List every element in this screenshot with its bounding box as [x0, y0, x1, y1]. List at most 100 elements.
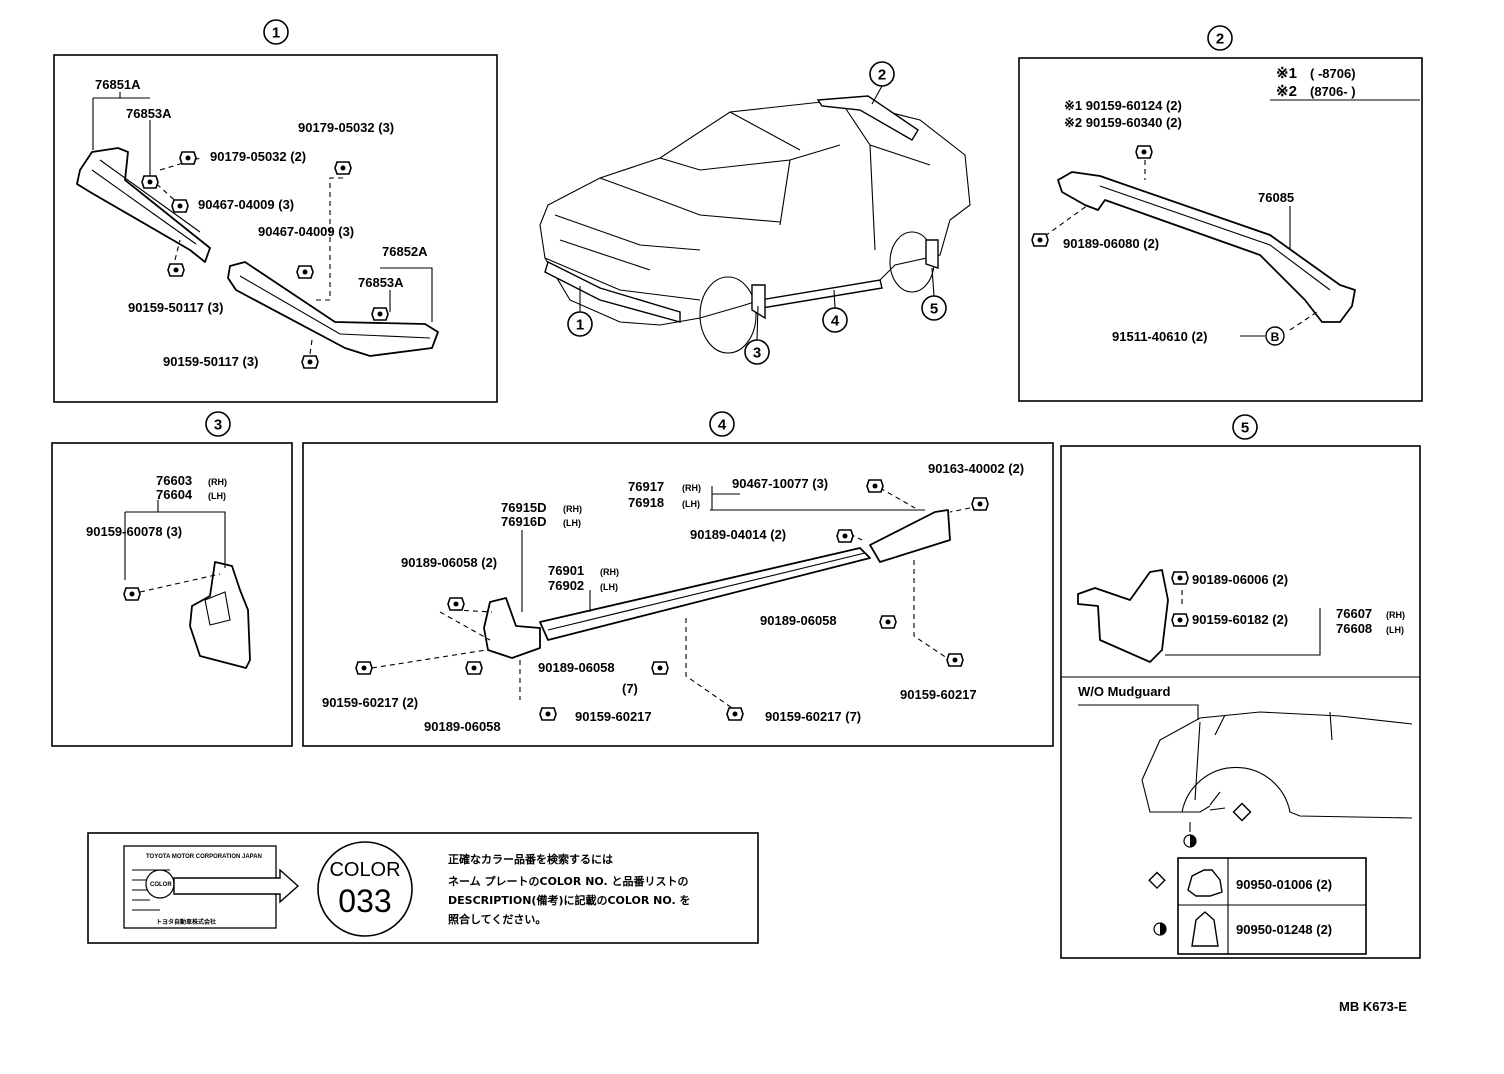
clip-icon-90189-06058-a — [447, 597, 465, 611]
bolt-icon-90159-60124 — [1135, 145, 1153, 159]
car-callout-3-text: 3 — [753, 345, 761, 362]
clip-icon-90467 — [171, 199, 189, 213]
callout-leader-2 — [871, 85, 883, 105]
car-callout-2-text: 2 — [878, 67, 886, 84]
label-76608: 76608 — [1336, 621, 1372, 636]
label-76085: 76085 — [1258, 190, 1294, 205]
bolt-icon-90159-60078 — [123, 587, 141, 601]
label-76917-side: (RH) — [682, 483, 701, 493]
label-76901-side: (RH) — [600, 567, 619, 577]
section-1-callout — [263, 19, 289, 45]
bolt-icon-90159-60182 — [1171, 613, 1189, 627]
section-5-frame — [1060, 445, 1421, 959]
label-76603-side: (RH) — [208, 477, 227, 487]
clip-icon-90467-10077 — [866, 479, 884, 493]
section-2-number: 2 — [1216, 31, 1224, 48]
label-90189-06058-c: 90189-06058 — [538, 660, 615, 675]
label-76853A-top: 76853A — [126, 106, 172, 121]
clip-icon-90179-b — [334, 161, 352, 175]
side-skirt-front-extension — [483, 597, 541, 659]
section-1: 1 76851A 76853A 90179-05032 (2) 90179-05… — [53, 19, 498, 403]
leader-90179-2 — [159, 157, 201, 171]
label-90189-06058-b: 90189-06058 — [760, 613, 837, 628]
label-76918-side: (LH) — [682, 499, 700, 509]
callout-leader-5 — [931, 267, 935, 297]
car-callout-5 — [921, 295, 947, 321]
label-90189-06006: 90189-06006 (2) — [1192, 572, 1288, 587]
label-90159-50117-b: 90159-50117 (3) — [163, 354, 258, 369]
leader-90189-06080 — [1044, 204, 1089, 237]
clip-icon-90950-01248 — [1191, 911, 1219, 947]
car-rear-spoiler — [816, 95, 919, 141]
car-front-wheel — [699, 276, 757, 354]
section-2-callout — [1207, 25, 1233, 51]
mudguard-rear-part — [1077, 569, 1169, 663]
leader-91511 — [1289, 309, 1321, 331]
color-note-line-3: DESCRIPTION(備考)に記載のCOLOR NO. を — [448, 893, 691, 907]
label-90159-60340: ※2 90159-60340 (2) — [1064, 115, 1182, 130]
nut-icon-76853A — [141, 175, 159, 189]
label-76607: 76607 — [1336, 606, 1372, 621]
label-90467-04009-top: 90467-04009 (3) — [198, 197, 294, 212]
leader-90179-3 — [312, 177, 343, 301]
color-note-line-4: 照合してください。 — [448, 912, 546, 926]
color-plate-frame — [87, 832, 759, 944]
car-callout-5-text: 5 — [930, 301, 938, 318]
marker-B-text: B — [1271, 330, 1280, 344]
front-spoiler-center-detail — [239, 275, 431, 339]
car-front-mudguard — [751, 284, 766, 320]
rear-spoiler-detail — [1099, 185, 1331, 291]
section-3-callout — [205, 411, 231, 437]
leader-90159-b — [309, 339, 313, 355]
clip-icon-90189-06006 — [1171, 571, 1189, 585]
color-code-circle — [317, 841, 413, 937]
wo-mudguard-leader — [1078, 704, 1199, 720]
color-plate-box: TOYOTA MOTOR CORPORATION JAPAN COLOR トヨタ… — [87, 832, 759, 944]
side-skirt-rear-extension — [869, 509, 951, 563]
label-76608-side: (LH) — [1386, 625, 1404, 635]
wo-mudguard-arrows — [1209, 791, 1226, 811]
car-front-spoiler — [544, 261, 681, 323]
name-plate-header: TOYOTA MOTOR CORPORATION JAPAN — [146, 854, 262, 860]
label-90159-60217-c: 90159-60217 (7) — [765, 709, 861, 724]
label-90159-50117-a: 90159-50117 (3) — [128, 300, 223, 315]
mudguard-front-part — [189, 561, 251, 669]
side-skirt-detail — [547, 552, 866, 631]
label-90467-10077: 90467-10077 (3) — [732, 476, 828, 491]
bolt-icon-90159-a — [167, 263, 185, 277]
section-3-frame — [51, 442, 293, 747]
car-callout-3 — [744, 339, 770, 365]
wo-part-1: 90950-01006 (2) — [1236, 877, 1332, 892]
label-76915D-side: (RH) — [563, 504, 582, 514]
diamond-symbol — [1148, 871, 1166, 890]
nut-icon-76853A-b — [371, 307, 389, 321]
label-76916D: 76916D — [501, 514, 547, 529]
clip-icon-90189-06058-b — [879, 615, 897, 629]
car-callout-1-text: 1 — [576, 317, 584, 334]
color-note-line-2: ネーム プレートのCOLOR NO. と品番リストの — [448, 874, 689, 888]
rear-spoiler-part — [1057, 171, 1356, 323]
label-90189-06080: 90189-06080 (2) — [1063, 236, 1159, 251]
footer-code: MB K673-E — [1339, 999, 1407, 1014]
label-90189-06058-c-qty: (7) — [622, 681, 638, 696]
car-callout-1 — [567, 311, 593, 337]
bolt-icon-90159-60217-c — [726, 707, 744, 721]
half-circle-symbol-fill — [1160, 923, 1166, 935]
label-76902: 76902 — [548, 578, 584, 593]
section-2: 2 ※1 ( -8706) ※2 (8706- ) ※1 90159-60124… — [1018, 25, 1423, 402]
leader-76852A — [380, 267, 433, 322]
section-1-frame — [53, 54, 498, 403]
grommet-icon — [1187, 869, 1223, 897]
car-rear-mudguard — [925, 239, 939, 269]
legend-mark-1: ※1 — [1276, 65, 1297, 82]
leader-90189-06058-a — [454, 609, 493, 613]
legend-range-1: ( -8706) — [1310, 66, 1356, 81]
section-2-frame — [1018, 57, 1423, 402]
label-91511-40610: 91511-40610 (2) — [1112, 329, 1207, 344]
leader-bolt-76603 — [139, 573, 221, 593]
leader-76851A — [92, 92, 150, 150]
car-callout-4 — [822, 307, 848, 333]
callout-leader-4 — [833, 289, 836, 309]
car-front-lines — [554, 214, 701, 271]
